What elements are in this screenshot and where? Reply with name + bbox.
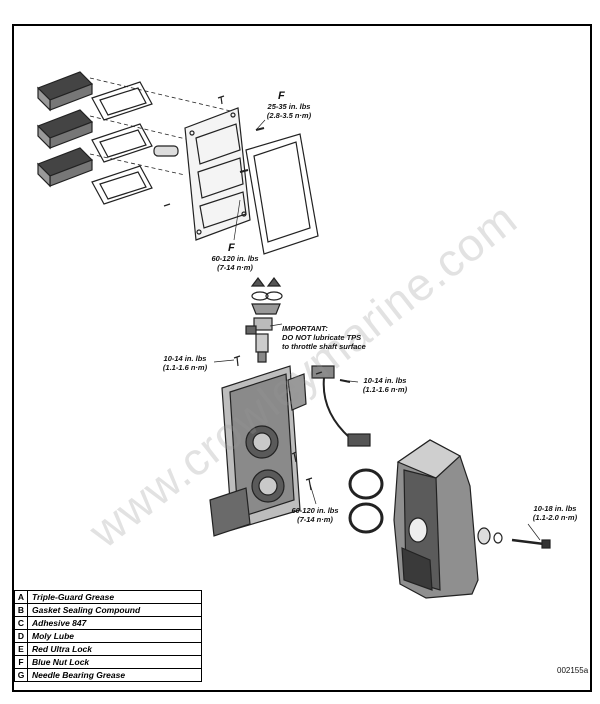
legend-key: F [14,655,28,669]
reed-block-3 [36,147,94,188]
figure-code: 002155a [557,666,589,675]
callout-letter-mid: F [228,242,235,254]
reed-plate [184,107,251,241]
reed-gasket-1 [91,81,153,121]
torque-label-body: 60-120 in. lbs(7-14 n·m) [291,506,339,524]
o-ring-1 [348,468,384,500]
legend-key: D [14,629,28,643]
tps-parts [245,277,283,363]
legend-key: C [14,616,28,630]
callout-letter-top: F [278,90,285,102]
silencer-cover [393,439,479,599]
legend-value: Red Ultra Lock [27,642,202,656]
legend-key: E [14,642,28,656]
legend-value: Gasket Sealing Compound [27,603,202,617]
torque-label-reed: 60-120 in. lbs(7-14 n·m) [211,254,259,272]
tps-sensor [311,365,371,447]
torque-label-top: 25-35 in. lbs(2.8-3.5 n·m) [266,102,312,120]
pin [153,145,179,157]
throttle-body [209,365,307,537]
legend-value: Blue Nut Lock [27,655,202,669]
legend-value: Moly Lube [27,629,202,643]
legend-key: G [14,668,28,682]
o-ring-2 [348,502,384,534]
legend-value: Adhesive 847 [27,616,202,630]
legend-key: B [14,603,28,617]
torque-label-tps: 10-14 in. lbs(1.1-1.6 n·m) [362,376,408,394]
legend-key: A [14,590,28,604]
reed-gasket-3 [91,165,153,205]
reed-block-2 [36,109,94,150]
cover-gasket [245,133,319,255]
legend-value: Triple-Guard Grease [27,590,202,604]
legend-value: Needle Bearing Grease [27,668,202,682]
diagram-frame [12,24,592,692]
reed-block-1 [36,71,94,112]
reed-gasket-2 [91,123,153,163]
torque-label-cover: 10-18 in. lbs(1.1-2.0 n·m) [532,504,578,522]
torque-label-left: 10-14 in. lbs(1.1-1.6 n·m) [162,354,208,372]
